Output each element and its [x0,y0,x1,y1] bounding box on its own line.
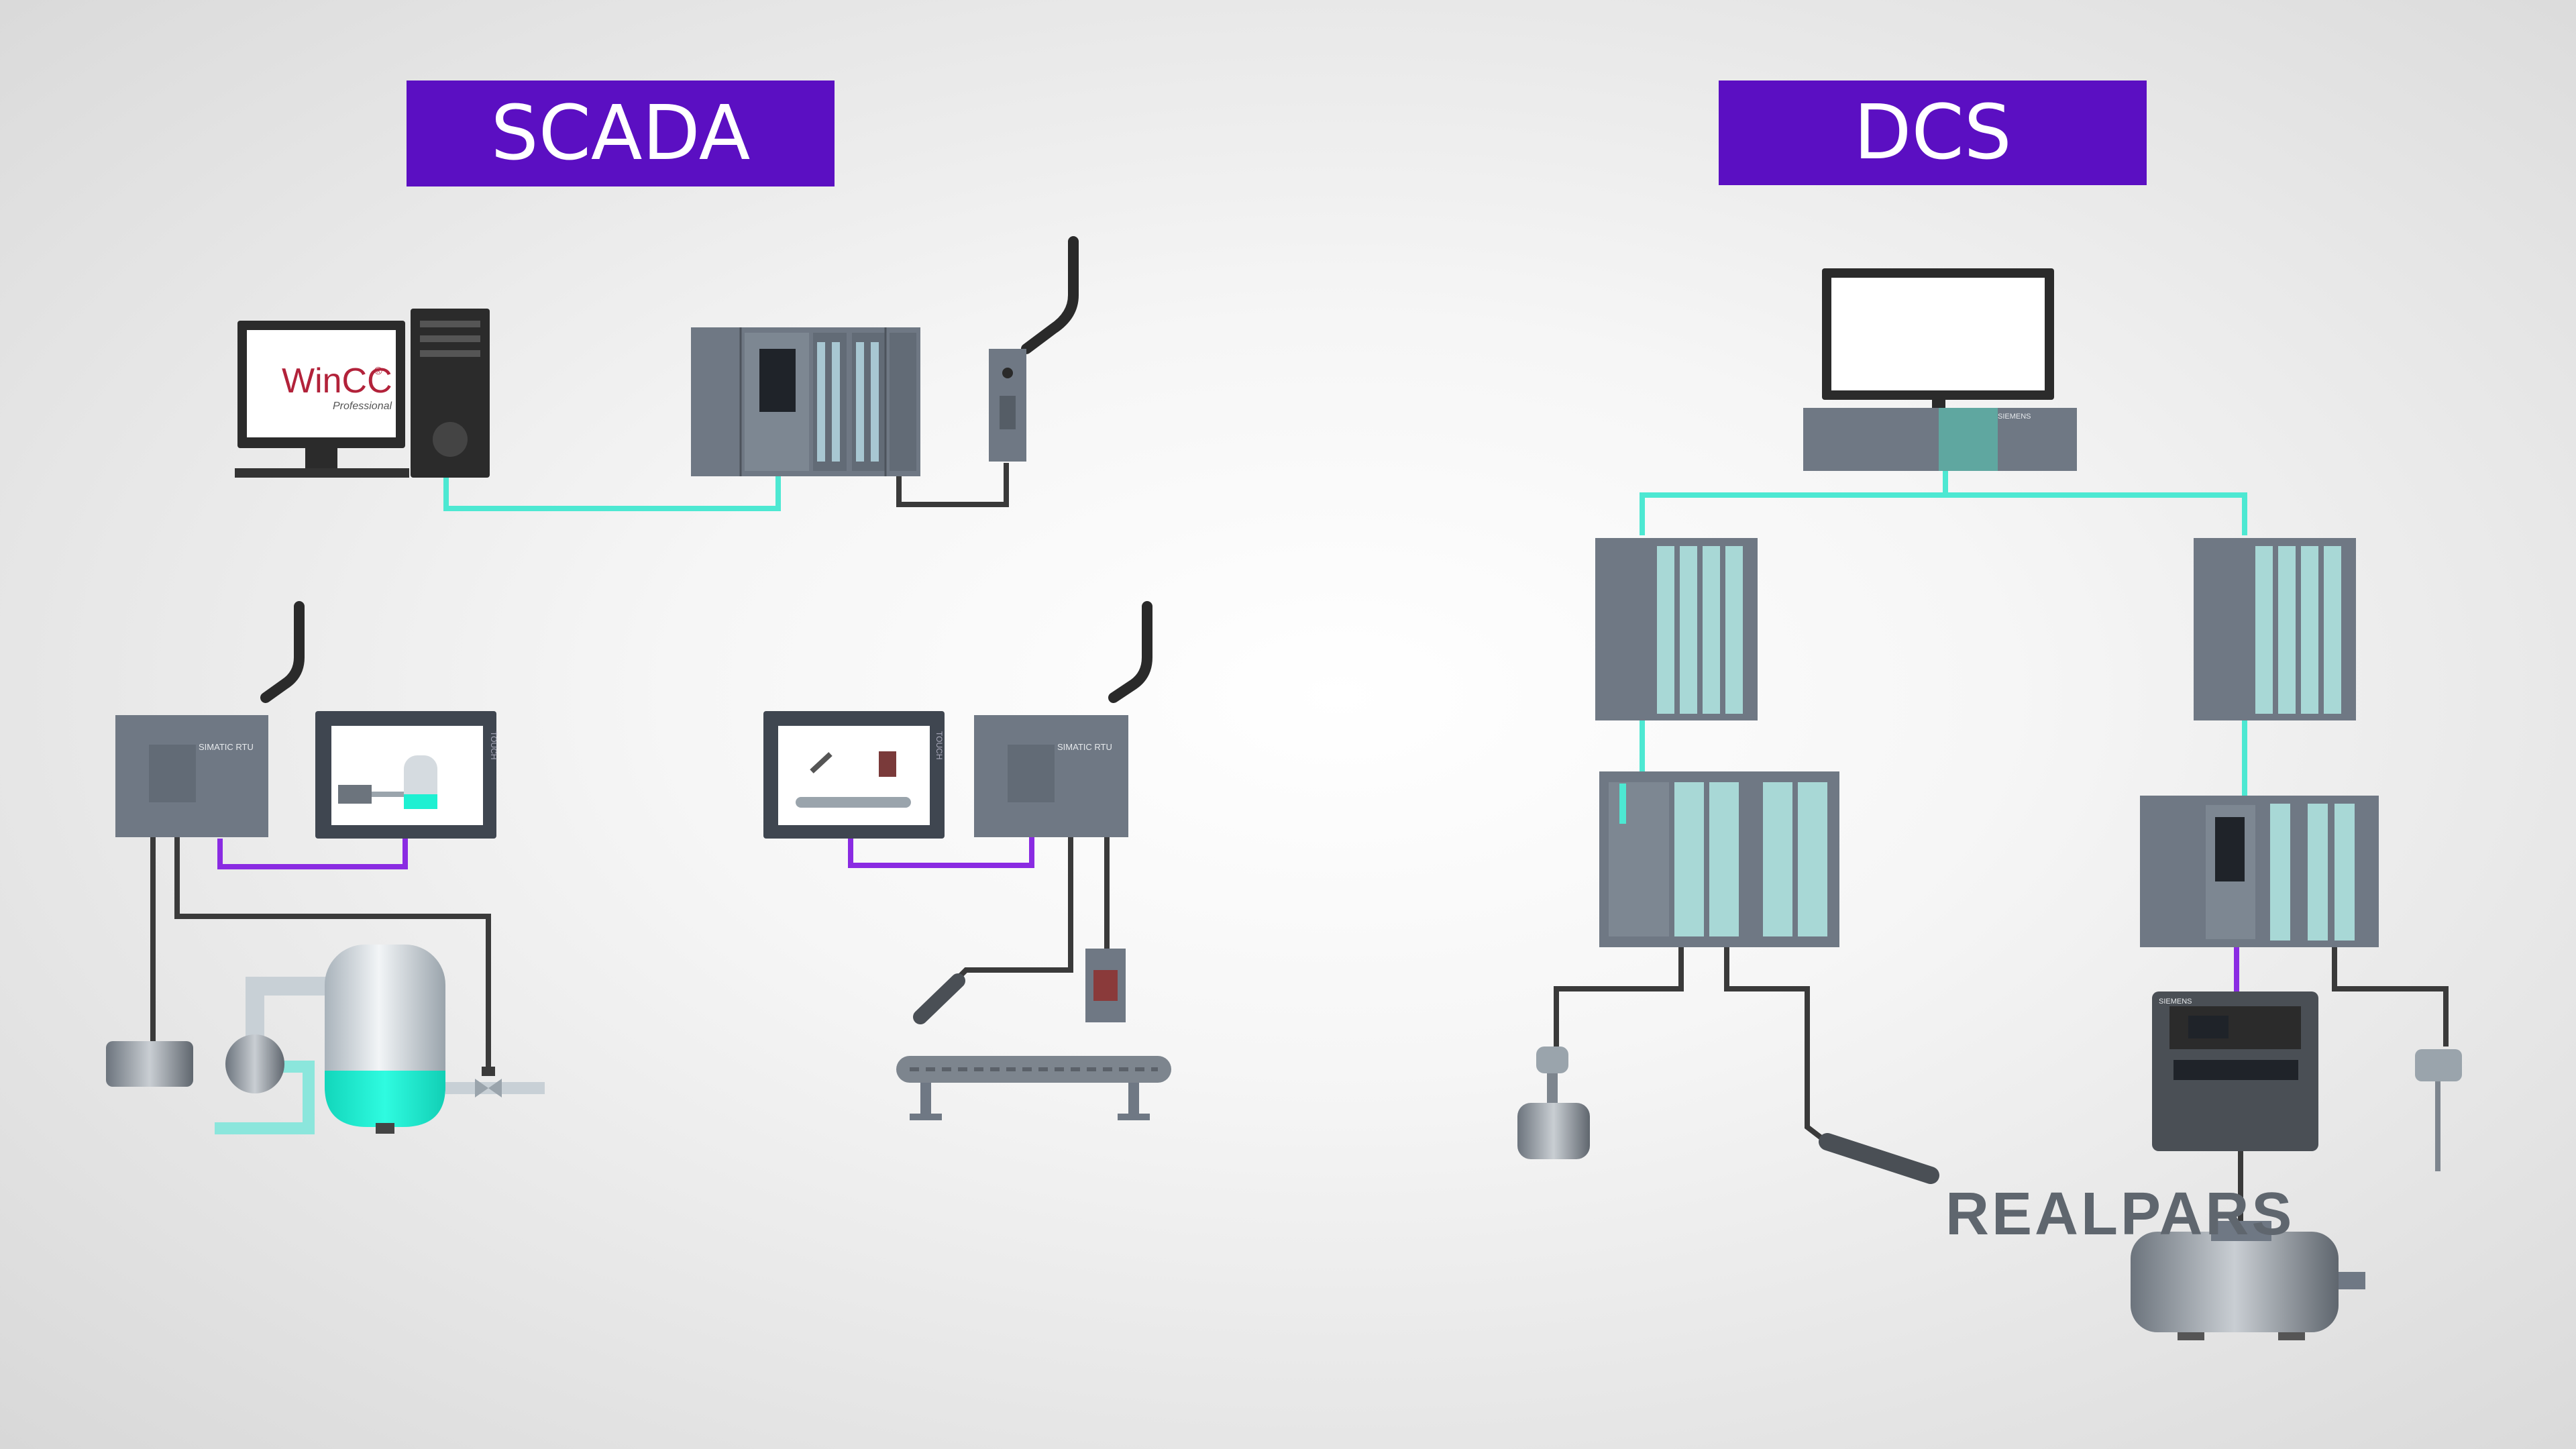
conveyor-belt [896,1056,1171,1083]
rtu-right-label: SIMATIC RTU [1057,742,1112,752]
wincc-edition-text: Professional [333,400,392,412]
dcs-controller-left [1595,538,1758,720]
hmi-right: TOUCH [763,711,945,839]
outlet-valve [475,1079,502,1097]
pump-tank-process [106,945,545,1134]
dcs-engineering-station: SIEMENS [1803,268,2077,471]
conveyor-process [896,949,1171,1120]
realpars-logo: REALPARS [1945,1181,2294,1248]
hmi-right-side-label: TOUCH [934,731,944,759]
rtu-left-label: SIMATIC RTU [199,742,254,752]
control-valve [1517,1046,1590,1159]
keyboard [235,468,409,478]
rtu-right-antenna [1108,601,1152,703]
temp-sensor-cable [2332,947,2449,1046]
pump-housing [225,1034,284,1093]
rtu-left: SIMATIC RTU [115,601,305,837]
pc-screen [247,330,396,437]
dcs-io-left [1599,771,1839,947]
vfd-drive: SIEMENS [2152,991,2318,1151]
dcs-title-text: DCS [1854,89,2012,176]
tank-fluid [325,1071,445,1127]
dcs-bus-cable [1640,470,2247,535]
wincc-registered-mark: ® [374,366,382,377]
dcs-io-right [2140,796,2379,947]
dcs-prox-cable [1724,947,1827,1143]
motor-body [2131,1232,2339,1332]
dcs-server-brand: SIEMENS [1998,413,2031,421]
wincc-brand-text: WinCC [282,362,392,400]
proximity-sensor [913,973,965,1024]
temperature-sensor [2415,1049,2462,1171]
plc-display [759,349,796,412]
scada-title: SCADA [407,80,835,186]
scada-title-text: SCADA [490,90,751,177]
scada-ethernet-cable [443,470,781,511]
dcs-screen [1831,278,2045,390]
rtu-left-antenna [260,601,305,703]
electric-motor [2131,1221,2365,1340]
hmi-right-screen [778,726,930,825]
pc-speaker [433,422,468,457]
pump-motor [106,1041,193,1087]
right-hmi-link [848,837,1034,868]
hmi-left-side-label: TOUCH [489,731,498,759]
left-valve-cable [174,837,491,1068]
modem-antenna [1021,236,1079,354]
wincc-computer: WinCC ® Professional [235,309,490,478]
vfd-brand: SIEMENS [2159,998,2192,1006]
rtu-right: SIMATIC RTU [974,601,1152,837]
valve-cable [1554,947,1684,1046]
right-prox-cable [949,837,1073,987]
valve-body [1517,1103,1590,1159]
scada-modem-cable [896,463,1009,507]
monitor-stand [305,448,337,470]
scada-modem [989,236,1079,462]
dcs-title: DCS [1719,80,2147,185]
dcs-proximity-sensor [1819,1133,1939,1184]
dcs-controller-right [2194,538,2356,720]
left-hmi-link [217,836,408,869]
hmi-left: TOUCH [315,711,498,839]
scada-plc [691,327,920,476]
